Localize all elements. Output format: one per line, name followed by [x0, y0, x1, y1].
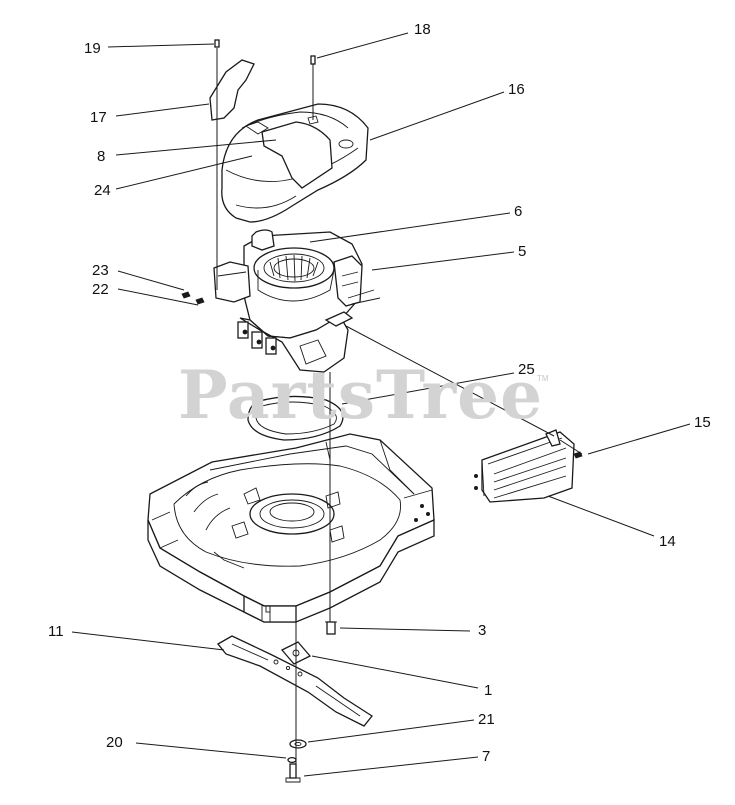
engine-assembly	[213, 229, 381, 373]
callout-8: 8	[97, 148, 106, 165]
partstree-watermark: PartsTree	[178, 356, 544, 434]
screw-18	[310, 55, 316, 65]
mower-deck	[147, 433, 435, 623]
callout-1: 1	[484, 682, 493, 699]
bolt-3	[325, 621, 337, 635]
callout-16: 16	[508, 81, 525, 98]
screw-15	[573, 451, 583, 459]
callout-22: 22	[92, 281, 109, 298]
screw-19	[214, 39, 220, 48]
callout-15: 15	[694, 414, 711, 431]
mower-blade	[217, 635, 373, 727]
callout-18: 18	[414, 21, 431, 38]
callout-20: 20	[106, 734, 123, 751]
callout-19: 19	[84, 40, 101, 57]
callout-23: 23	[92, 262, 109, 279]
blade-bolt-7	[285, 763, 301, 783]
trademark-mark: TM	[537, 374, 549, 383]
callout-21: 21	[478, 711, 495, 728]
lock-washer-20	[287, 756, 297, 764]
callout-14: 14	[659, 533, 676, 550]
callout-7: 7	[482, 748, 491, 765]
washer-22	[195, 297, 205, 305]
callout-3: 3	[478, 622, 487, 639]
bracket-17	[209, 59, 255, 121]
callout-6: 6	[514, 203, 523, 220]
washer-21	[289, 739, 307, 749]
gasket-ring	[247, 395, 344, 441]
engine-shroud-cover	[221, 103, 369, 223]
discharge-deflector	[473, 429, 575, 503]
assembly-center-lines	[216, 48, 583, 764]
callout-5: 5	[518, 243, 527, 260]
callout-17: 17	[90, 109, 107, 126]
callout-11: 11	[48, 623, 64, 640]
callout-25: 25	[518, 361, 535, 378]
callout-24: 24	[94, 182, 111, 199]
screw-23	[181, 291, 191, 299]
leader-lines	[71, 32, 691, 777]
